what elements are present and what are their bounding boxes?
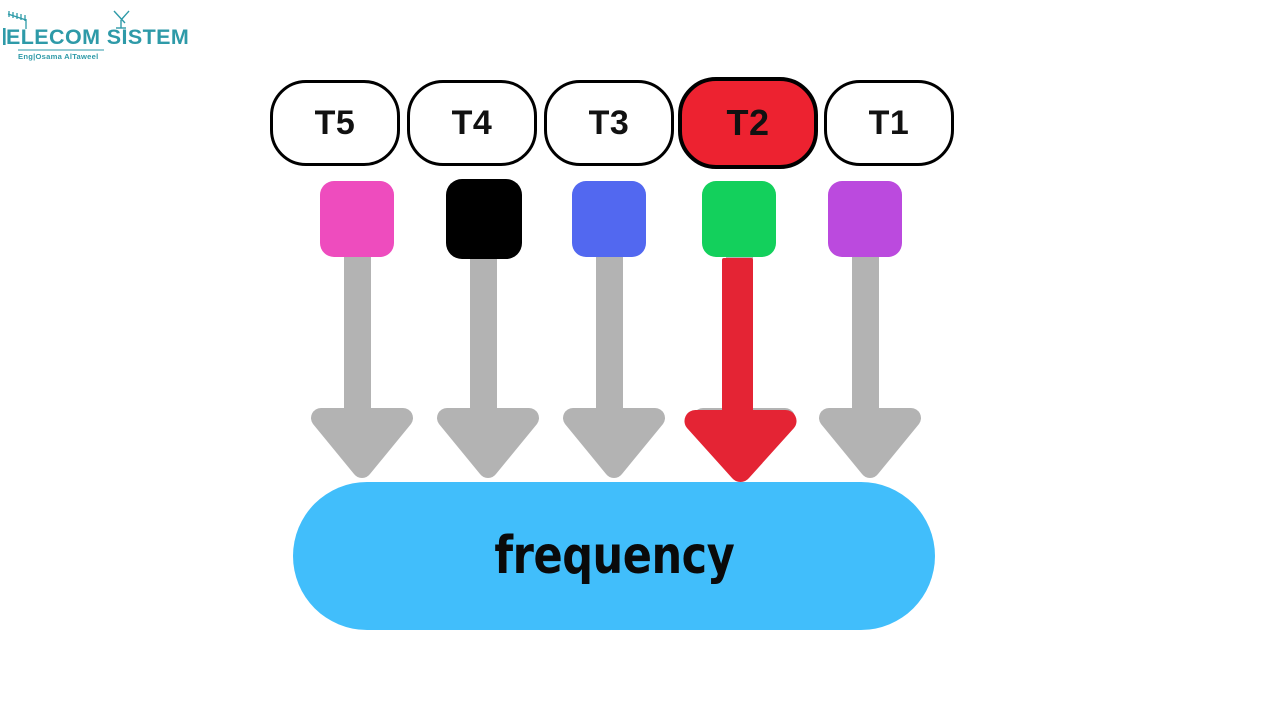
arrow-t2-shaft	[722, 258, 753, 433]
arrow-t1	[818, 248, 922, 478]
node-t3-blue[interactable]	[572, 181, 646, 257]
arrow-t3-shaft	[596, 248, 623, 423]
antenna-icon	[7, 11, 27, 29]
tab-t1[interactable]: T1	[824, 80, 954, 166]
arrow-t5-head	[310, 407, 414, 478]
tab-t4[interactable]: T4	[407, 80, 537, 166]
frequency-label: frequency	[494, 526, 734, 586]
arrow-t4-shaft	[470, 248, 497, 423]
tab-t2[interactable]: T2	[678, 77, 818, 169]
arrow-t5-shaft	[344, 248, 371, 423]
arrow-t1-shaft	[852, 248, 879, 423]
arrow-t3-head	[562, 407, 666, 478]
arrow-t2	[684, 258, 797, 483]
frequency-pill[interactable]: frequency	[293, 482, 935, 630]
arrow-t2-head	[684, 409, 797, 483]
tab-t3[interactable]: T3	[544, 80, 674, 166]
tab-t5[interactable]: T5	[270, 80, 400, 166]
node-t2-green[interactable]	[702, 181, 776, 257]
arrow-t5	[310, 248, 414, 478]
logo-tagline: Eng|Osama AlTaweel	[18, 52, 98, 61]
arrow-t1-head	[818, 407, 922, 478]
logo-wordmark: ELECOM SISTEM	[6, 25, 189, 49]
brand-logo: ELECOM SISTEM Eng|Osama AlTaweel	[0, 6, 192, 64]
logo-t-stem	[3, 28, 6, 45]
node-t1-purple[interactable]	[828, 181, 902, 257]
logo-artwork: ELECOM SISTEM Eng|Osama AlTaweel	[3, 10, 189, 61]
node-t4-black[interactable]	[446, 179, 522, 259]
arrow-t4-head	[436, 407, 540, 479]
node-t5-pink[interactable]	[320, 181, 394, 257]
arrow-t4	[436, 248, 540, 479]
arrow-t3	[562, 248, 666, 478]
satellite-dish-icon	[113, 10, 130, 29]
tab-row: T5 T4 T3 T2 T1	[270, 77, 960, 169]
